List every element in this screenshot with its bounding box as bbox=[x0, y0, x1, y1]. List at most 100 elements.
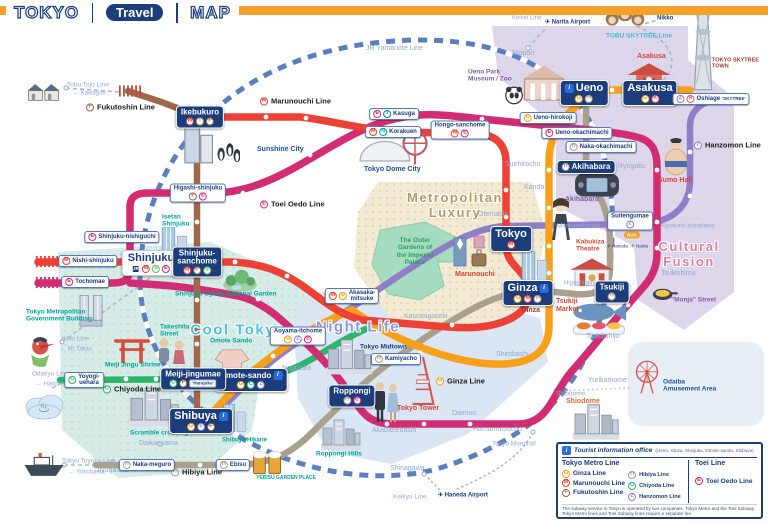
ship-icon bbox=[23, 452, 65, 477]
legend-metro-header: Tokyo Metro Line bbox=[562, 460, 620, 467]
label-cultural-fusion: Cultural Fusion bbox=[658, 239, 720, 269]
label-ryogoku: Ryogoku bbox=[618, 162, 646, 170]
station-label: Shinjuku- sanchome bbox=[177, 248, 217, 266]
line-name: Fukutoshin Line bbox=[97, 102, 155, 112]
label-tsukishima: Tsukishima bbox=[661, 269, 696, 277]
f-line-badge-icon: F bbox=[206, 423, 215, 431]
station-label: Akihabara bbox=[571, 162, 611, 171]
g-line-badge-icon: G bbox=[338, 292, 347, 300]
g-line-badge-icon: G bbox=[237, 381, 245, 389]
f-line-badge-icon: F bbox=[192, 266, 201, 275]
a-line-badge-icon: A bbox=[686, 95, 695, 103]
label-shinjuku-gyoen-national-garden: Shinjuku Gyoen National Garden bbox=[175, 290, 277, 298]
z-line-badge-icon: Z bbox=[293, 335, 302, 344]
tourist-info-locations: (Ueno, Ginza, Shinjuku, Omote-sando, Shi… bbox=[655, 448, 754, 453]
label-tokyo-midtown: Tokyo Midtown bbox=[360, 343, 407, 351]
sumo-icon bbox=[664, 137, 688, 176]
c-line-badge-icon: C bbox=[68, 376, 77, 384]
m-line-badge-icon: M bbox=[141, 265, 150, 273]
station-label: Kasuga bbox=[393, 111, 415, 117]
label-nikko: Nikko bbox=[657, 15, 674, 22]
i-line-badge-icon: I bbox=[383, 110, 392, 118]
station-label: Naka-meguro bbox=[132, 462, 172, 468]
e-line-badge-icon: E bbox=[260, 200, 268, 208]
station-label: Meiji-jingumae bbox=[165, 369, 221, 379]
city-icon bbox=[326, 339, 372, 376]
g-line-badge-icon: G bbox=[513, 295, 522, 303]
label-mitsukoshimae: Mitsukoshimae bbox=[557, 222, 601, 230]
g-line-badge-icon: G bbox=[186, 423, 195, 431]
station-label: Suitengumae bbox=[611, 213, 649, 220]
label-hamamatsucho: Hamamatsucho bbox=[473, 425, 523, 433]
label-tsukiji-market: Tsukiji Market bbox=[556, 297, 579, 313]
n-line-badge-icon: N bbox=[379, 128, 388, 136]
m-line-badge-icon: M bbox=[62, 257, 71, 265]
e-line-badge-icon: E bbox=[695, 477, 703, 485]
tourist-info-icon: i bbox=[564, 84, 574, 93]
station-label: Ginza bbox=[507, 282, 538, 294]
f-line-badge-icon: F bbox=[179, 379, 188, 388]
station-label: Shinjuku-nishiguchi bbox=[98, 234, 156, 240]
g-line-badge-icon: G bbox=[283, 335, 292, 344]
wheel-icon bbox=[635, 360, 659, 395]
m-line-badge-icon: M bbox=[562, 479, 570, 487]
label-roppongi-hills: Roppongi Hills bbox=[316, 450, 362, 458]
h-line-badge-icon: H bbox=[374, 355, 383, 363]
station-label: Tsukiji bbox=[599, 282, 625, 292]
station-suffix: 'SKYTREE' bbox=[722, 95, 746, 101]
tourist-info-label: Tourist information office bbox=[574, 447, 653, 454]
z-line-badge-icon: Z bbox=[694, 141, 702, 149]
label-suehirocho: Suehirocho bbox=[505, 160, 541, 168]
legend-line-name: Toei Oedo Line bbox=[706, 477, 753, 485]
station-label: Nishi-shinjuku bbox=[72, 258, 114, 264]
station-label: Tochomae bbox=[75, 279, 105, 285]
label-tsukijishijo: Tsukijishijo bbox=[586, 332, 620, 340]
title-divider bbox=[176, 2, 178, 23]
station-label: Korakuen bbox=[389, 129, 417, 135]
label-shinagawa: Shinagawa bbox=[390, 464, 425, 472]
m-line-badge-icon: M bbox=[328, 292, 337, 300]
h-line-badge-icon: H bbox=[219, 461, 228, 469]
label-takeshita-street: Takeshita Street bbox=[160, 323, 190, 338]
label-metropolitan-luxury: Metropolitan Luxury bbox=[407, 190, 503, 220]
c-line-badge-icon: C bbox=[628, 482, 637, 490]
label-odaiba-amusement-area: Odaiba Amusement Area bbox=[663, 378, 717, 393]
label-sumo-hall: Sumo Hall bbox=[658, 176, 693, 184]
e-line-badge-icon: E bbox=[88, 233, 97, 241]
label-monja-street: "Monja" Street bbox=[671, 296, 717, 304]
label-omote-sando: Omote Sando bbox=[210, 337, 253, 345]
title-word-tokyo: TOKYO bbox=[13, 3, 80, 22]
label-narita-airport: ✈ Narita Airport bbox=[545, 19, 591, 26]
e-line-badge-icon: E bbox=[161, 265, 170, 273]
h-line-badge-icon: H bbox=[628, 471, 637, 479]
label-tobu-skytree-line: TOBU SKYTREE Line bbox=[606, 32, 672, 40]
label-ueno-park-museum-zoo: Ueno Park Museum / Zoo bbox=[468, 68, 512, 83]
title-word-travel: Travel bbox=[105, 4, 164, 21]
station-label: Shinjuku bbox=[127, 252, 175, 264]
z-line-badge-icon: Z bbox=[628, 493, 637, 501]
label-akabanebashi: Akabanebashi bbox=[372, 426, 417, 434]
e-line-badge-icon: E bbox=[199, 192, 207, 201]
m-line-badge-icon: M bbox=[523, 295, 532, 303]
h-line-badge-icon: H bbox=[342, 396, 351, 405]
z-line-badge-icon: Z bbox=[257, 381, 265, 389]
torii-icon bbox=[114, 339, 150, 364]
label-otemachi: Otemachi bbox=[478, 210, 508, 218]
label-tokyo-monorail: Tokyo Monorail bbox=[492, 440, 536, 448]
